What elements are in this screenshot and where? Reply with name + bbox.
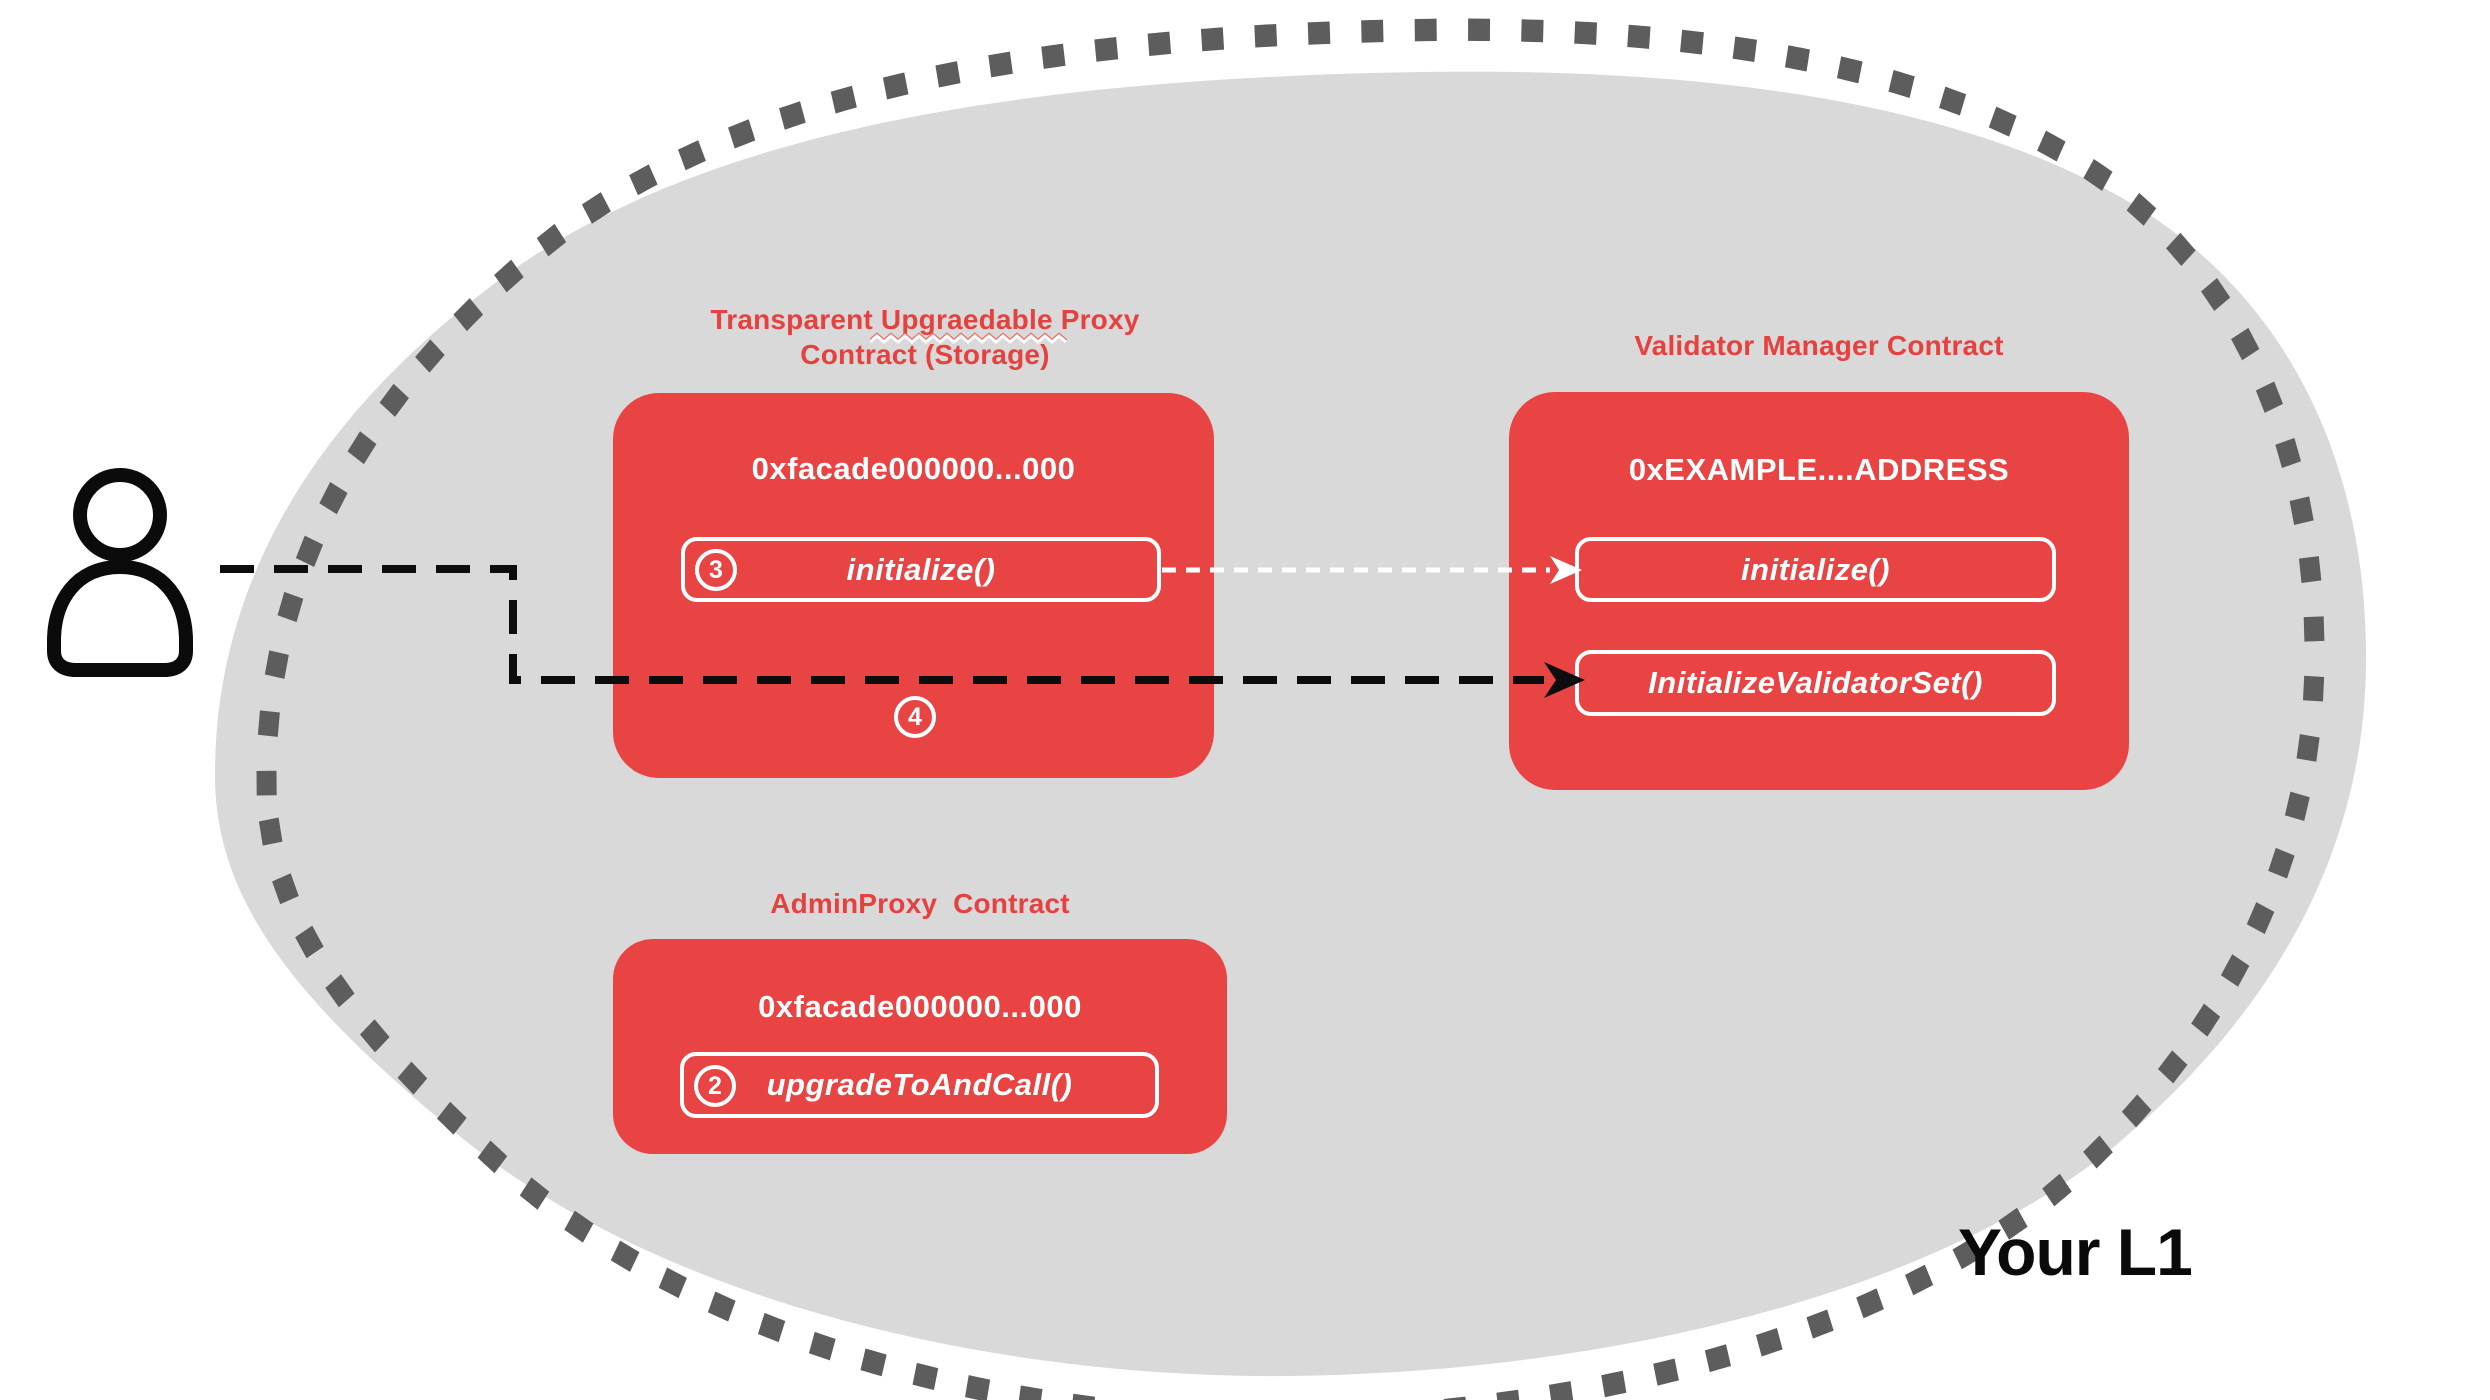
- admin-upgradetoandcall-button: upgradeToAndCall() 2: [680, 1052, 1159, 1118]
- proxy-initialize-label: initialize(): [846, 551, 996, 587]
- your-l1-label: Your L1: [1958, 1215, 2193, 1289]
- proxy-initialize-button: initialize() 3: [681, 537, 1161, 602]
- validator-contract-address: 0xEXAMPLE....ADDRESS: [1628, 452, 2010, 487]
- proxy-box-title-line1: Transparent Upgraedable Proxy: [710, 304, 1140, 335]
- validator-initialize-label: initialize(): [1741, 551, 1890, 587]
- step-4-circle: 4: [894, 696, 936, 738]
- validator-box-title: Validator Manager Contract: [1634, 330, 2004, 361]
- proxy-contract-box: 0xfacade000000...000 initialize() 3 4: [613, 393, 1214, 778]
- admin-contract-address: 0xfacade000000...000: [758, 989, 1082, 1024]
- step-3-circle: 3: [695, 549, 737, 591]
- proxy-contract-address: 0xfacade000000...000: [751, 451, 1076, 486]
- proxy-box-title: Transparent Upgraedable Proxy Contract (…: [620, 302, 1230, 372]
- validator-initialize-button: initialize(): [1575, 537, 2056, 602]
- proxy-box-title-line2: Contract (Storage): [800, 339, 1050, 370]
- admin-upgradetoandcall-label: upgradeToAndCall(): [766, 1067, 1073, 1102]
- validator-contract-box: 0xEXAMPLE....ADDRESS initialize() Initia…: [1509, 392, 2129, 790]
- admin-contract-box: 0xfacade000000...000 upgradeToAndCall() …: [613, 939, 1227, 1154]
- admin-box-title: AdminProxy Contract: [770, 888, 1070, 919]
- step-2-circle: 2: [694, 1065, 736, 1107]
- validator-initializevalidatorset-label: InitializeValidatorSet(): [1648, 665, 1983, 700]
- validator-initializevalidatorset-button: InitializeValidatorSet(): [1575, 650, 2056, 716]
- person-icon: [47, 468, 193, 677]
